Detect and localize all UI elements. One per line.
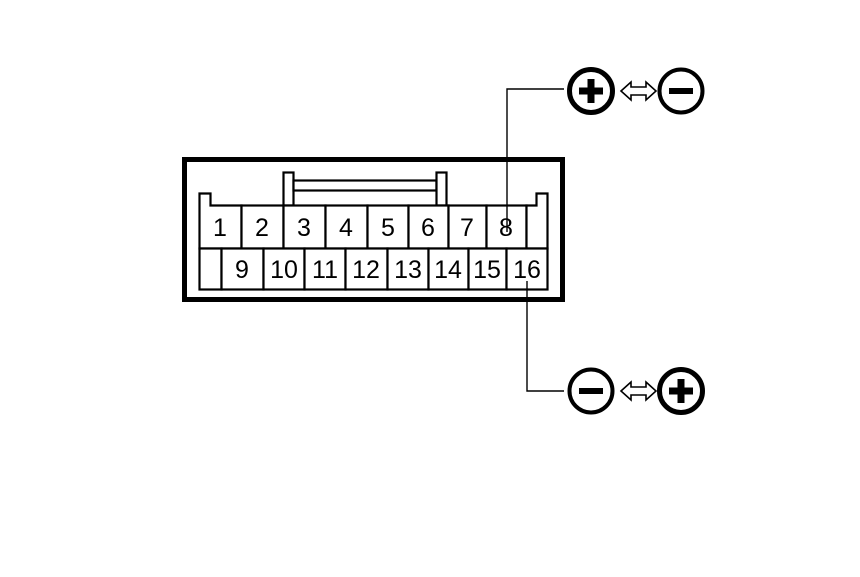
latch-post-right [435,171,448,207]
pin-label-14: 14 [434,256,462,284]
pin-label-10: 10 [270,256,298,284]
pin-label-13: 13 [394,256,422,284]
plus-circle-icon [657,367,705,415]
pin-label-7: 7 [460,214,474,242]
pin-label-15: 15 [473,256,501,284]
double-arrow-icon [619,80,658,102]
plus-circle-icon [567,67,615,115]
callout-bottom [567,367,705,415]
pin-cell-12 [344,247,389,291]
pin-label-8: 8 [499,214,513,242]
pin-label-4: 4 [339,214,353,242]
pin-cell-3 [282,204,327,250]
pin-cell-bottom-blank [198,247,223,291]
pin-cell-10 [262,247,306,291]
latch-post-left [282,171,295,207]
callout-top [567,67,705,115]
pin-label-6: 6 [421,214,435,242]
pin-label-9: 9 [235,256,249,284]
top-row-cells [198,192,549,250]
pin-label-16: 16 [513,256,541,284]
pin-label-2: 2 [255,214,269,242]
pin-label-1: 1 [213,214,227,242]
double-arrow-icon [619,380,658,402]
pin-label-3: 3 [297,214,311,242]
minus-circle-icon [567,367,615,415]
pin-cell-15 [467,247,508,291]
pin-label-11: 11 [312,256,338,284]
callout-bottom-leader-line [526,281,564,392]
pin-label-5: 5 [381,214,395,242]
pin-cell-2 [240,204,285,250]
bottom-row-cells [198,247,549,291]
minus-circle-icon [657,67,705,115]
pin-cell-5 [366,204,410,250]
callout-top-leader-line [506,88,564,232]
latch-bar [282,171,448,207]
pin-cell-9 [220,247,265,291]
pin-cell-16 [505,247,549,291]
latch-crossbar [292,179,438,192]
pin-label-12: 12 [352,256,380,284]
